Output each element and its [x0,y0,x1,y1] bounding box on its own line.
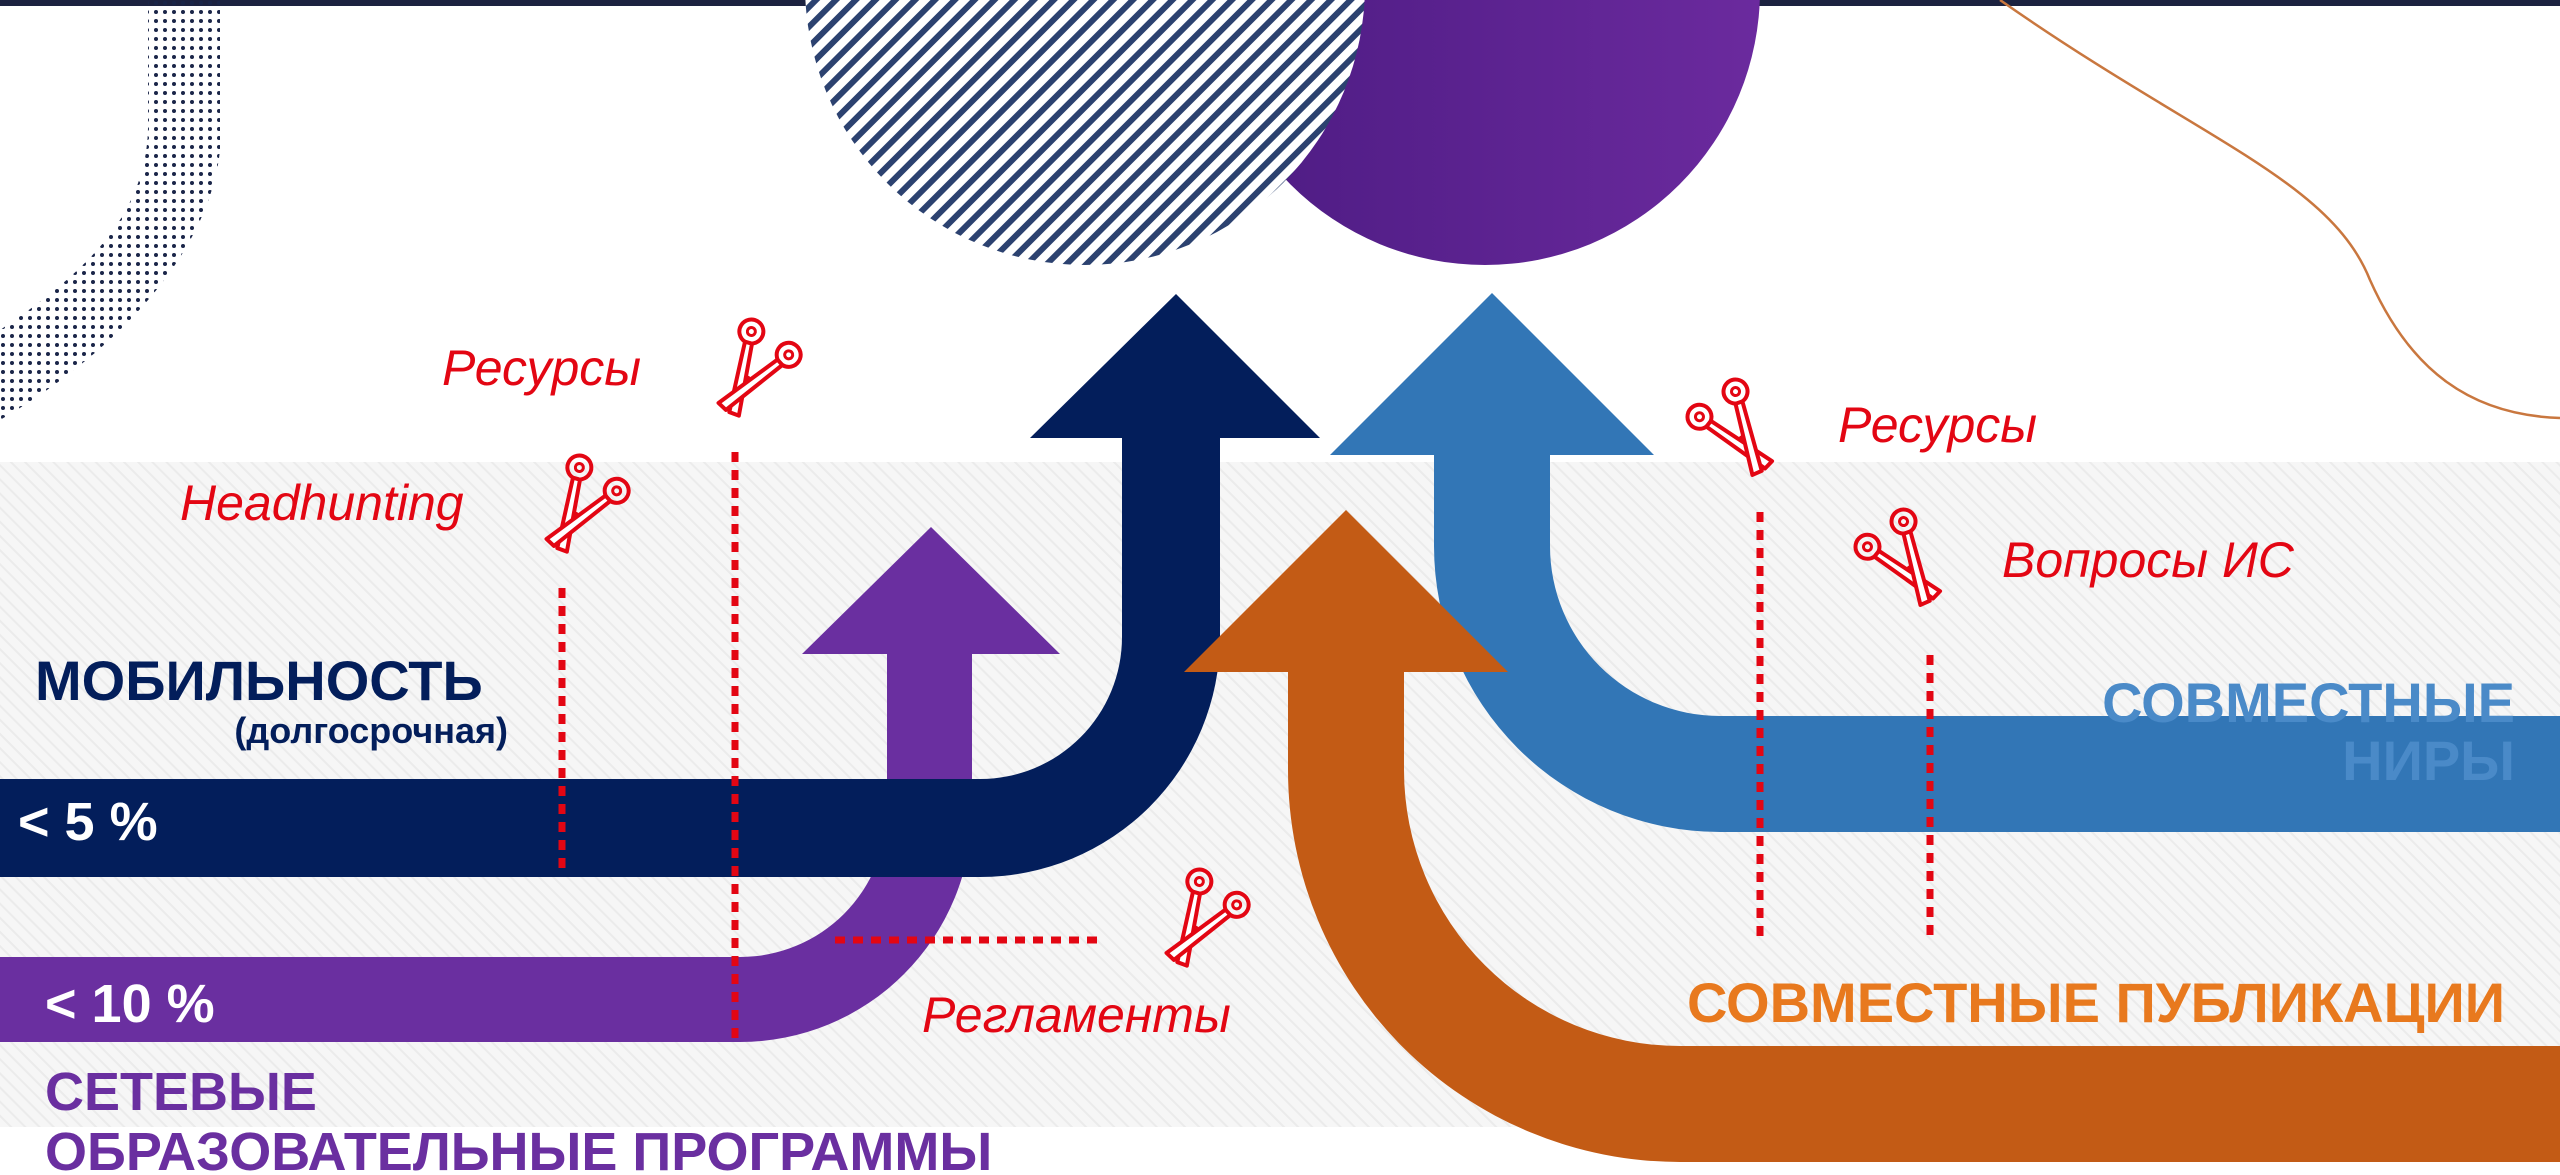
joint-research-title-line1: СОВМЕСТНЫЕ [2102,671,2515,734]
network-percent: < 10 % [45,974,215,1034]
curve-decoration [1999,0,2560,420]
mobility-flow-arrow [0,294,1320,877]
network-title-line2: ОБРАЗОВАТЕЛЬНЫЕ ПРОГРАММЫ [45,1122,992,1175]
barrier-label-resources-left: Ресурсы [442,340,641,396]
mobility-title: МОБИЛЬНОСТЬ [35,649,483,712]
mobility-percent: < 5 % [18,792,158,852]
hatched-circle-decoration [805,0,1365,265]
dotted-arc-decoration [0,0,220,420]
joint-publications-title: СОВМЕСТНЫЕ ПУБЛИКАЦИИ [1687,971,2505,1034]
barrier-label-resources-right: Ресурсы [1838,397,2037,453]
network-title-line1: СЕТЕВЫЕ [45,1062,317,1122]
network-programs-flow-arrow [0,527,1060,1042]
barrier-label-headhunting: Headhunting [180,475,464,531]
joint-research-flow-arrow [1330,293,2560,832]
barrier-label-regulations: Регламенты [922,987,1231,1043]
joint-publications-flow-arrow [1184,510,2560,1162]
mobility-subtitle: (долгосрочная) [234,710,508,751]
joint-research-title-line2: НИРЫ [2342,729,2515,792]
barrier-label-ip-issues: Вопросы ИС [2002,532,2295,588]
